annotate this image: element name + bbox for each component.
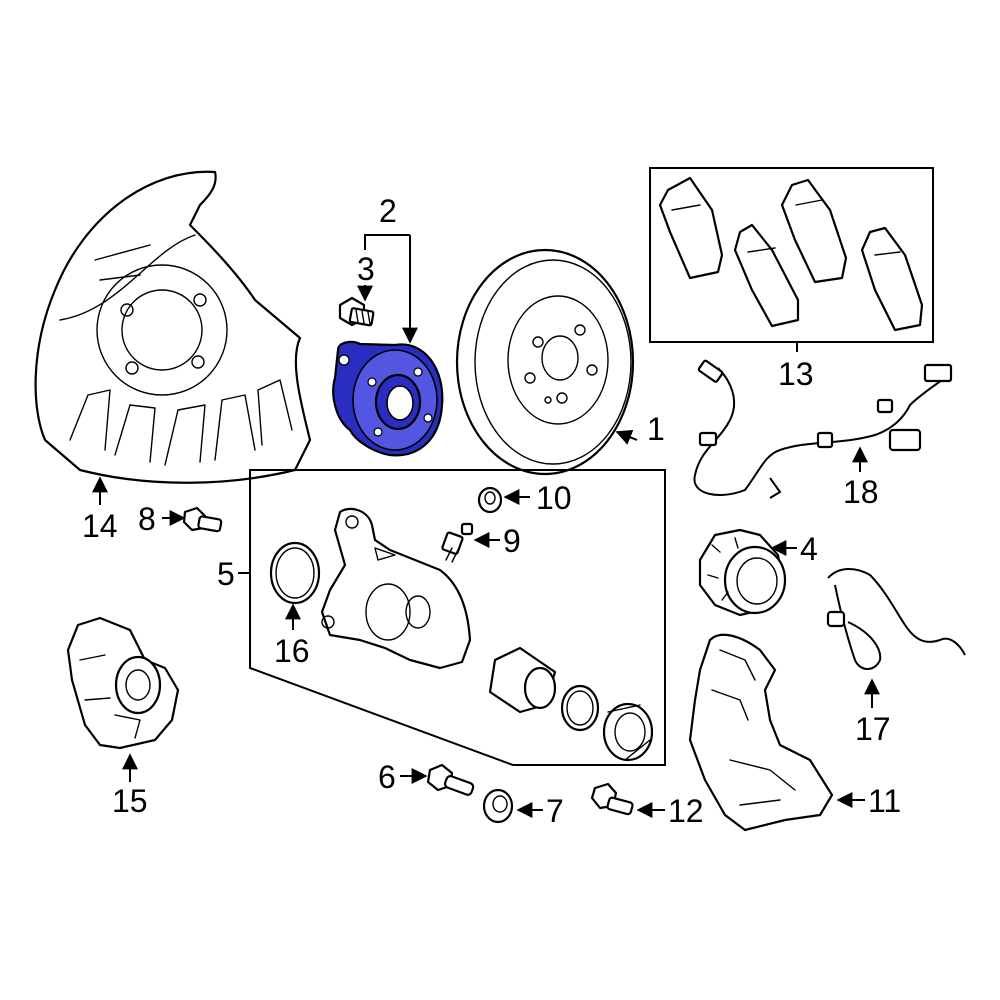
callout-2: 2 xyxy=(379,193,397,229)
bleeder-screw-part[interactable] xyxy=(441,522,474,563)
callout-5: 5 xyxy=(217,556,235,592)
callout-3: 3 xyxy=(357,251,375,287)
callout-18: 18 xyxy=(843,474,879,510)
callout-4: 4 xyxy=(800,531,818,567)
brake-rotor-part[interactable] xyxy=(455,248,635,476)
callout-14: 14 xyxy=(82,508,118,544)
bleeder-cap-part[interactable] xyxy=(477,486,503,514)
callout-8: 8 xyxy=(138,501,156,537)
callout-1: 1 xyxy=(647,411,665,447)
callout-6: 6 xyxy=(378,759,396,795)
callout-12: 12 xyxy=(668,793,704,829)
callout-7: 7 xyxy=(546,793,564,829)
hub-bolt-part[interactable] xyxy=(338,296,375,327)
caliper-seal-ring-part[interactable] xyxy=(269,541,321,605)
guide-bushing-part[interactable] xyxy=(482,788,514,824)
dust-shield-part[interactable] xyxy=(34,170,312,484)
callout-labels: 1 2 3 4 5 6 7 8 9 10 11 12 13 14 15 16 1… xyxy=(82,193,901,829)
brake-pad-set-part[interactable] xyxy=(649,167,934,343)
wheel-bearing-part[interactable] xyxy=(698,528,787,617)
piston-seal-part[interactable] xyxy=(560,684,600,732)
leader-lines xyxy=(92,234,880,818)
callout-16: 16 xyxy=(274,633,310,669)
hub-bearing-assembly-part[interactable] xyxy=(332,340,444,457)
guide-pin-bolt-part[interactable] xyxy=(426,763,475,796)
sensor-harness-part[interactable] xyxy=(693,359,953,499)
callout-15: 15 xyxy=(112,783,148,819)
callout-17: 17 xyxy=(855,711,891,747)
piston-boot-part[interactable] xyxy=(602,702,654,762)
wheel-speed-sensor-part[interactable] xyxy=(826,568,966,670)
callout-13: 13 xyxy=(778,356,814,392)
caliper-bracket-part[interactable] xyxy=(688,633,834,832)
shield-bolt-part[interactable] xyxy=(182,506,223,533)
bracket-bolt-part[interactable] xyxy=(590,782,634,816)
caliper-body-part[interactable] xyxy=(320,507,472,670)
callout-11: 11 xyxy=(868,783,901,819)
caliper-assembly-part[interactable] xyxy=(249,469,666,766)
caliper-piston-part[interactable] xyxy=(488,646,557,714)
parking-brake-actuator-part[interactable] xyxy=(66,616,180,750)
callout-9: 9 xyxy=(503,523,521,559)
callout-10: 10 xyxy=(536,480,572,516)
